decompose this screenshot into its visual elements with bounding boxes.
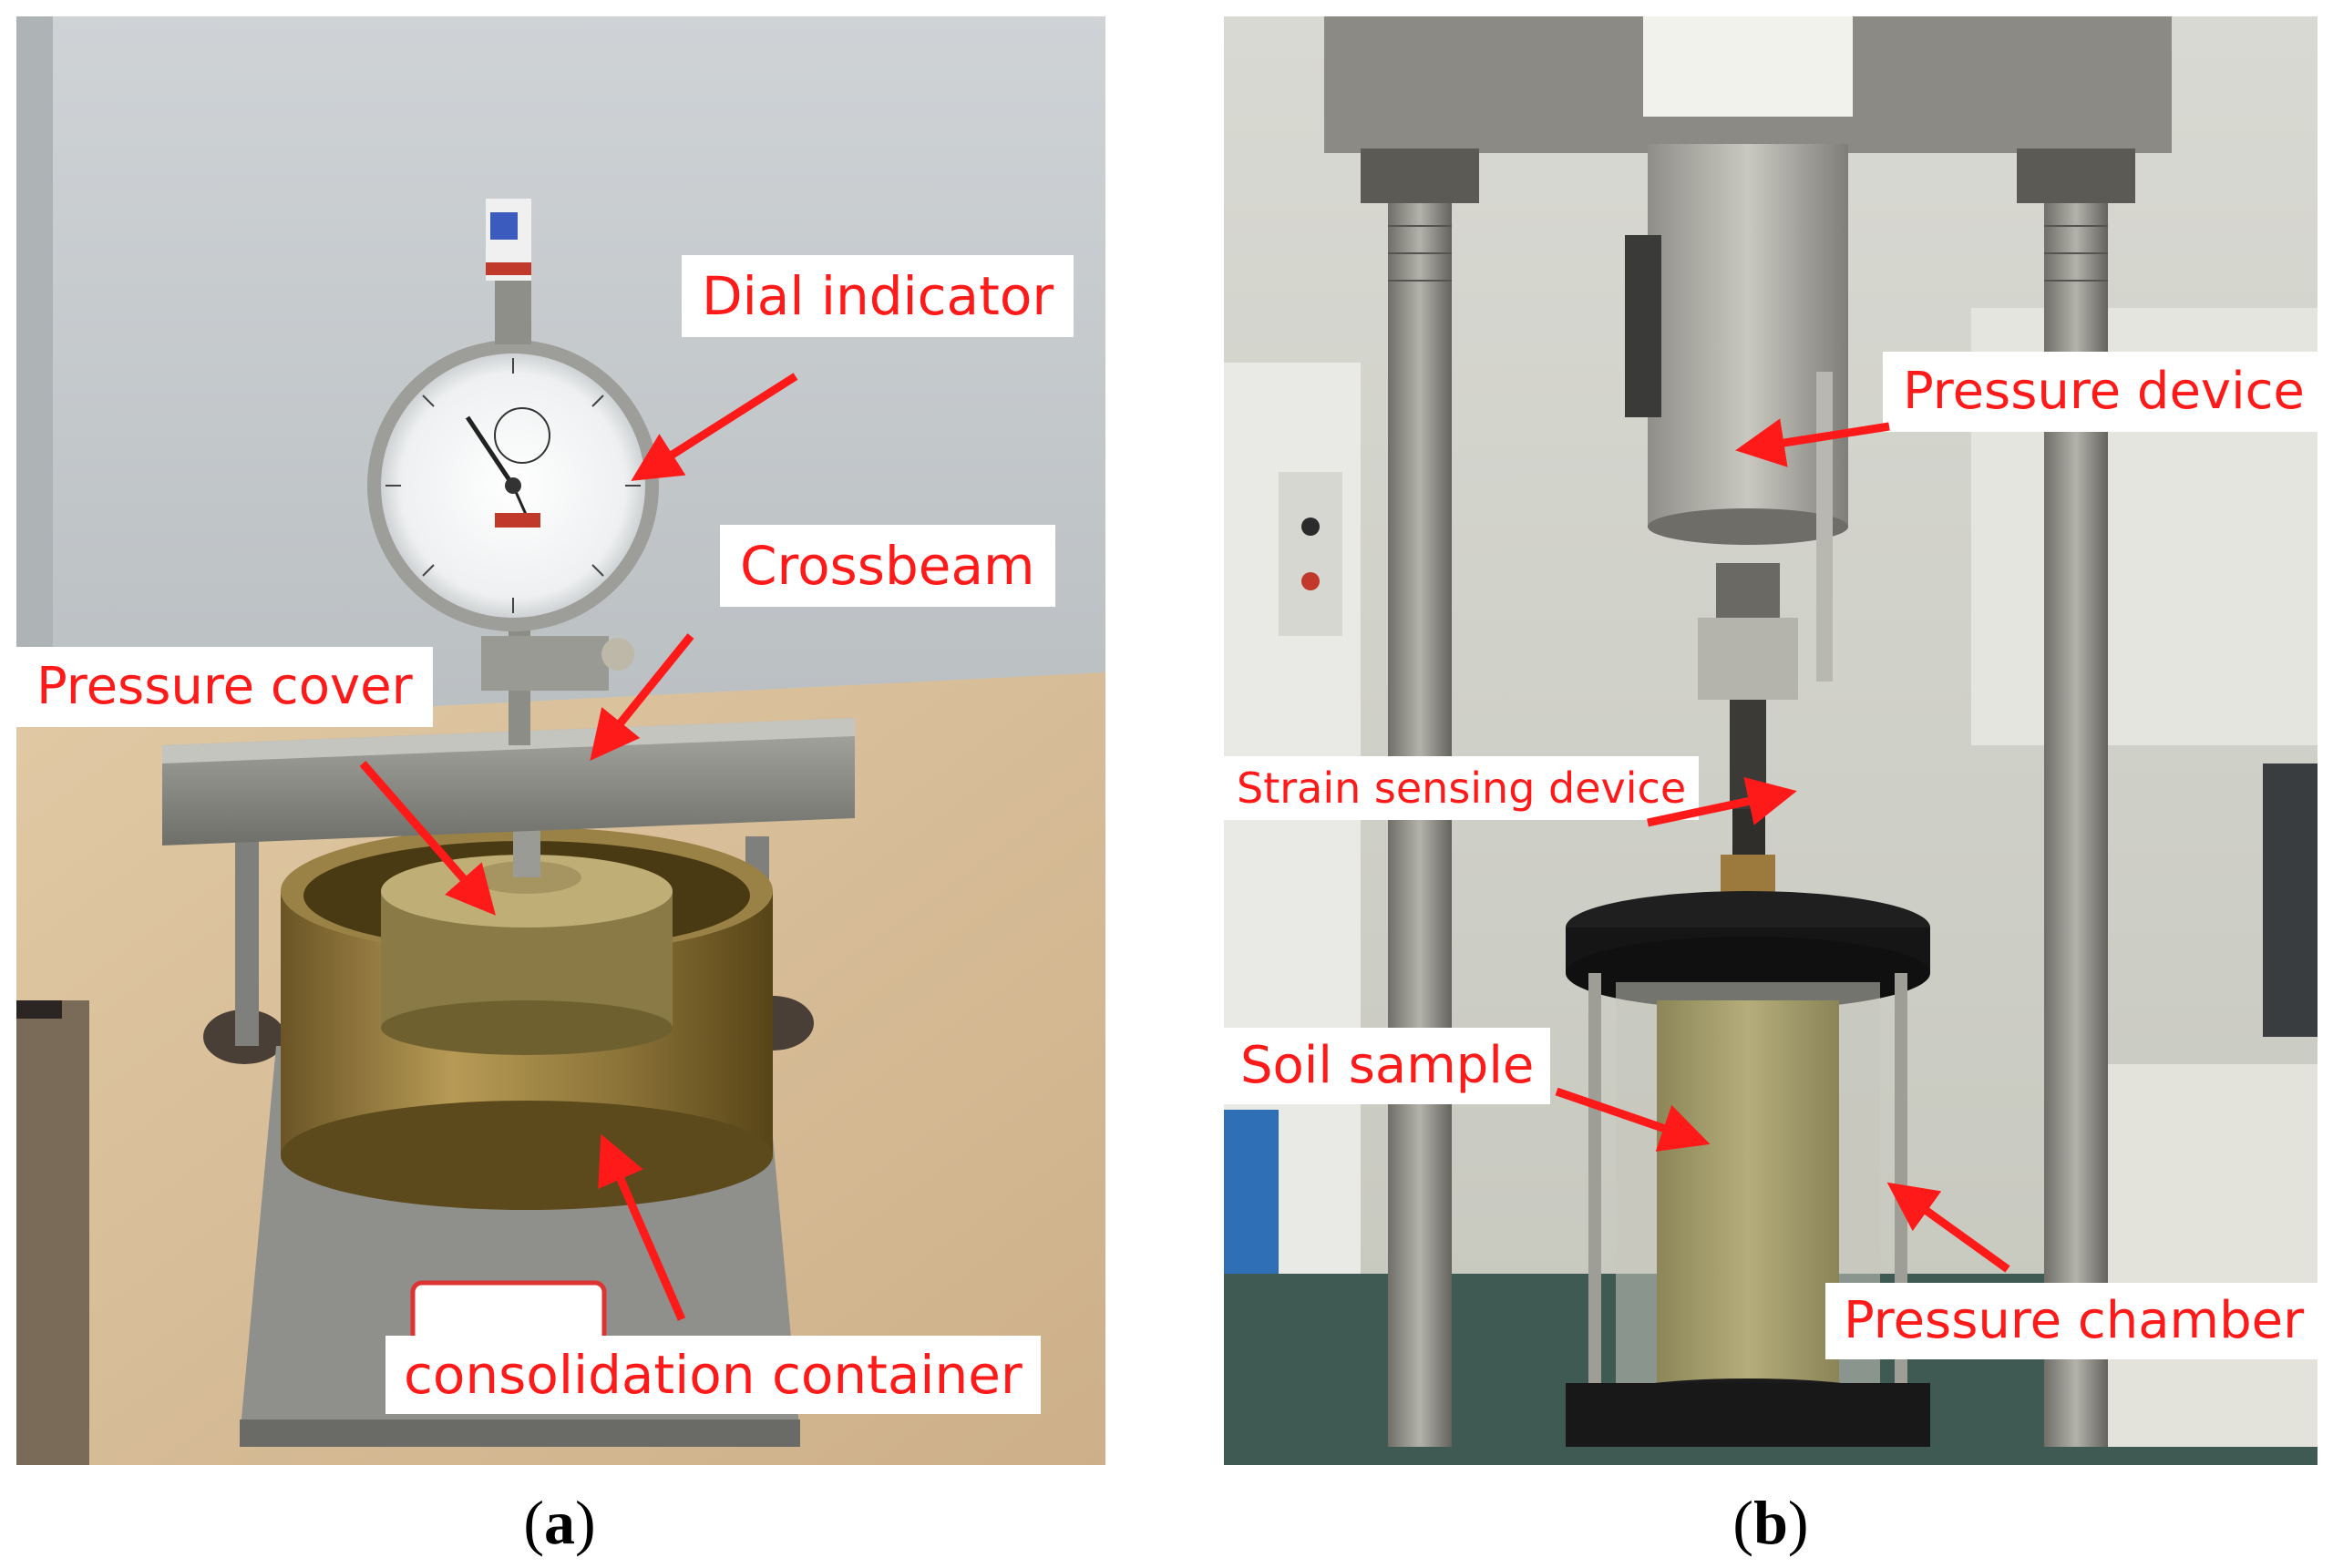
callout-pressure-cover: Pressure cover [16, 647, 433, 727]
callout-strain-sensing-device: Strain sensing device [1224, 756, 1700, 820]
callout-pressure-chamber: Pressure chamber [1825, 1283, 2318, 1359]
triaxial-apparatus-photo [1224, 16, 2318, 1465]
callout-pressure-device: Pressure device [1883, 352, 2318, 432]
photo-panel-b: Pressure device Strain sensing device So… [1224, 16, 2318, 1465]
panel-label-b: (b) [1732, 1488, 1809, 1557]
consolidation-apparatus-photo [16, 16, 1105, 1465]
callout-consolidation-container: consolidation container [385, 1336, 1041, 1414]
callout-crossbeam: Crossbeam [720, 525, 1055, 607]
callout-soil-sample: Soil sample [1224, 1028, 1551, 1104]
panel-label-a: (a) [523, 1488, 596, 1557]
callout-dial-indicator: Dial indicator [682, 255, 1074, 337]
photo-panel-a: Dial indicator Crossbeam Pressure cover … [16, 16, 1105, 1465]
